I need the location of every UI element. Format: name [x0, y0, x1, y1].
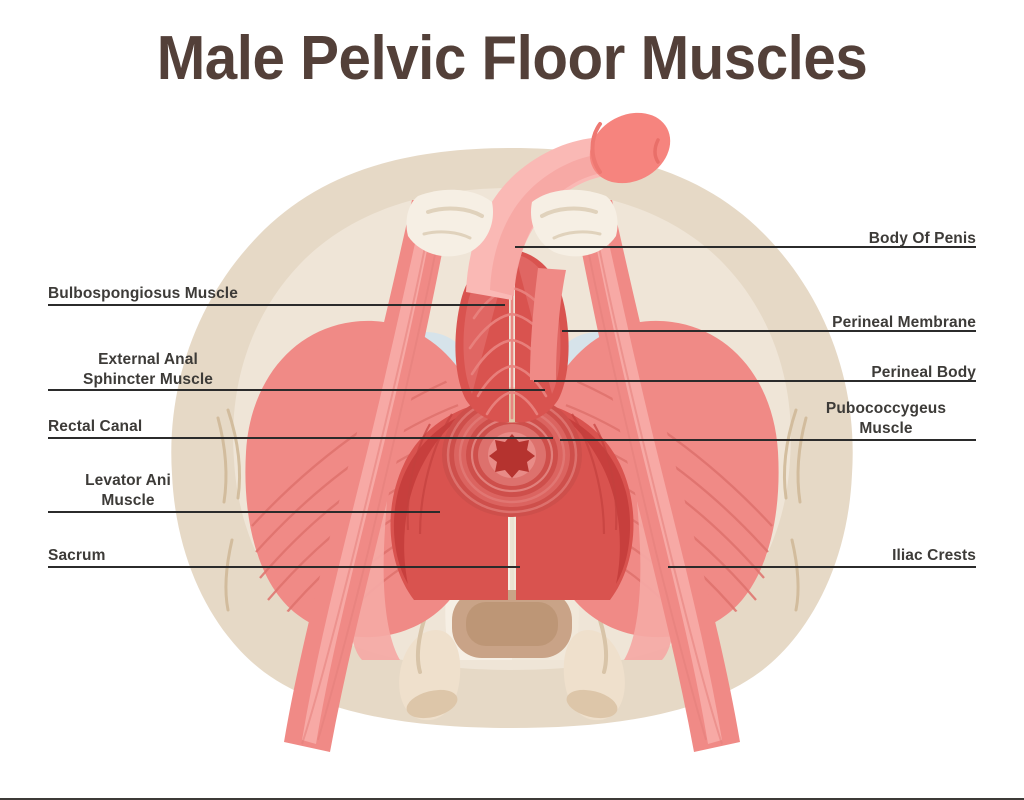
iliac-crest-marks	[216, 408, 808, 612]
ischiocavernosus-group	[284, 200, 740, 752]
penis-meatus	[653, 138, 660, 164]
penis-glans	[589, 112, 671, 184]
femur-right-cut-surface	[566, 689, 618, 719]
coccyx-group	[452, 590, 572, 658]
label-levator-ani-muscle[interactable]: Levator Ani Muscle	[85, 472, 171, 509]
pubic-bone-group	[406, 189, 618, 257]
pubic-ramus-right	[530, 189, 618, 257]
pubic-ramus-line-left	[426, 206, 484, 218]
pubic-ramus-left	[406, 189, 494, 257]
label-iliac-crests[interactable]: Iliac Crests	[892, 547, 976, 564]
penis-group	[466, 112, 671, 380]
pubic-ramus-line-right	[540, 206, 598, 218]
rectal-canal-opening	[489, 434, 535, 478]
penis-crus-strap	[530, 268, 566, 380]
femur-neck-line-left	[415, 618, 426, 674]
label-sacrum[interactable]: Sacrum	[48, 547, 106, 564]
label-bulbospongiosus-muscle[interactable]: Bulbospongiosus Muscle	[48, 285, 238, 302]
label-body-of-penis[interactable]: Body Of Penis	[868, 230, 976, 247]
coccyx-inner	[466, 602, 558, 646]
ischiocavernosus-fiber-lines	[301, 207, 723, 745]
femur-neck-line-right	[598, 618, 609, 674]
page-title: Male Pelvic Floor Muscles	[156, 24, 868, 93]
femur-group	[399, 618, 625, 721]
label-rectal-canal[interactable]: Rectal Canal	[48, 418, 143, 435]
external-anal-sphincter-group	[442, 393, 582, 517]
penis-glans-corona	[590, 122, 602, 174]
femur-left-cut-surface	[406, 689, 458, 719]
label-perineal-body[interactable]: Perineal Body	[871, 364, 976, 381]
pubococcygeus-striations	[406, 413, 618, 535]
label-pubococcygeus-muscle[interactable]: Pubococcygeus Muscle	[825, 400, 947, 437]
pubic-ramus-line-left-2	[422, 230, 472, 240]
ischiocavernosus-right-highlight	[588, 204, 722, 744]
ischiocavernosus-left-highlight	[302, 204, 436, 744]
label-perineal-membrane[interactable]: Perineal Membrane	[832, 314, 976, 331]
label-external-anal-sphincter-muscle[interactable]: External Anal Sphincter Muscle	[83, 351, 213, 388]
pubic-ramus-line-right-2	[552, 230, 602, 240]
